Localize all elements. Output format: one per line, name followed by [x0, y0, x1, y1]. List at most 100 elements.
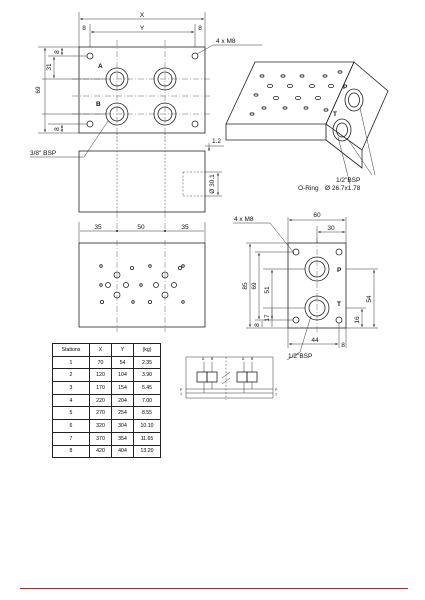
end-dim-69: 69: [251, 282, 258, 290]
table-cell: 7: [52, 431, 90, 446]
bottom-rule: [20, 588, 408, 589]
end-port-t: T: [337, 301, 341, 308]
end-dim-60: 60: [313, 212, 321, 219]
end-view: 60 30 4 x M8 P T 85 69 51 17 8: [233, 212, 378, 361]
end-dim-8: 8: [254, 323, 261, 327]
table-header-cell: Y: [111, 343, 134, 357]
table-cell: 54: [111, 355, 134, 370]
table-header-cell: (kg): [133, 343, 161, 357]
port-a-label: A: [98, 63, 103, 70]
table-cell: 3.90: [133, 368, 161, 383]
end-dim-16: 16: [354, 316, 361, 324]
schem-p-right: P: [275, 388, 278, 392]
table-cell: 254: [111, 406, 134, 421]
table-cell: 2: [52, 368, 90, 383]
table-header-cell: Stations: [52, 343, 90, 357]
schem-a2: A: [242, 357, 245, 361]
dim-35-left-label: 35: [94, 224, 102, 231]
end-bsp-callout: 1/2"BSP: [288, 353, 312, 360]
port-b-label: B: [96, 101, 101, 108]
end-dim-8-bottom: 8: [341, 342, 345, 349]
table-cell: 354: [111, 431, 134, 446]
table-cell: 220: [89, 393, 112, 408]
isometric-view: P T 1/2"BSP O-Ring Ø 26.7x1.78: [225, 61, 389, 192]
schem-p-left: P: [180, 388, 183, 392]
table-header-cell: X: [89, 343, 112, 357]
dim-1-2-label: 1.2: [212, 138, 221, 145]
side-view: 1.2 Ø 30.1: [78, 133, 224, 232]
dim-69-label: 69: [35, 86, 42, 94]
dim-31-label: 31: [46, 63, 53, 71]
table-header-row: Stations X Y (kg): [52, 343, 161, 357]
table-cell: 120: [89, 368, 112, 383]
bottom-view: 35 50 35: [78, 222, 206, 332]
iso-top-holes: [249, 70, 343, 116]
iso-oring-label: O-Ring: [298, 185, 319, 192]
front-bsp-callout: 3/8" BSP: [30, 150, 56, 157]
table-cell: 170: [89, 381, 112, 395]
table-cell: 7.00: [133, 393, 161, 408]
table-cell: 404: [111, 444, 134, 459]
schem-b2: B: [251, 357, 254, 361]
table-cell: 320: [89, 419, 112, 433]
dim-x-label: X: [140, 12, 145, 19]
table-cell: 8.55: [133, 406, 161, 421]
dim-30-1-label: Ø 30.1: [209, 174, 216, 194]
table-cell: 2.35: [133, 355, 161, 370]
iso-port-t: T: [333, 111, 337, 118]
iso-bsp-label: 1/2"BSP: [336, 177, 360, 184]
table-cell: 270: [89, 406, 112, 421]
table-cell: 70: [89, 355, 112, 370]
front-view: X Y 8 8 A B 69: [30, 12, 262, 158]
schem-b1: B: [211, 357, 214, 361]
table-cell: 6: [52, 419, 90, 433]
end-dim-44: 44: [311, 337, 319, 344]
table-cell: 8: [52, 444, 90, 459]
table-cell: 3: [52, 381, 90, 395]
table-cell: 1: [52, 355, 90, 370]
dim-35-right-label: 35: [181, 224, 189, 231]
schem-t-left: T: [180, 393, 183, 397]
table-cell: 370: [89, 431, 112, 446]
table-cell: 10.10: [133, 419, 161, 433]
schem-a1: A: [202, 357, 205, 361]
schem-t-right: T: [275, 393, 278, 397]
end-dim-17: 17: [264, 314, 271, 322]
end-dim-85: 85: [242, 282, 249, 290]
table-cell: 154: [111, 381, 134, 395]
table-cell: 304: [111, 419, 134, 433]
dim-right-offset: 8: [198, 25, 202, 32]
table-cell: 13.20: [133, 444, 161, 459]
dim-left-offset: 8: [82, 25, 86, 32]
end-mount-callout: 4 x M8: [234, 216, 254, 223]
end-port-p: P: [337, 267, 342, 274]
iso-oring-size: Ø 26.7x1.78: [325, 185, 361, 192]
table-cell: 420: [89, 444, 112, 459]
table-cell: 11.65: [133, 431, 161, 446]
front-mount-callout: 4 x M8: [216, 38, 236, 45]
end-dim-30: 30: [327, 225, 335, 232]
table-cell: 5.45: [133, 381, 161, 395]
iso-port-p: P: [343, 84, 348, 91]
table-cell: 5: [52, 406, 90, 421]
table-cell: 104: [111, 368, 134, 383]
dim-top-8-label: 8: [54, 50, 61, 54]
dim-y-label: Y: [140, 25, 145, 32]
table-cell: 4: [52, 393, 90, 408]
end-dim-51: 51: [264, 286, 271, 294]
end-dim-54: 54: [366, 295, 373, 303]
table-cell: 204: [111, 393, 134, 408]
hydraulic-schematic: A B A B P T P T: [180, 356, 278, 400]
dim-bottom-8-label: 8: [54, 127, 61, 131]
dim-50-label: 50: [137, 224, 145, 231]
